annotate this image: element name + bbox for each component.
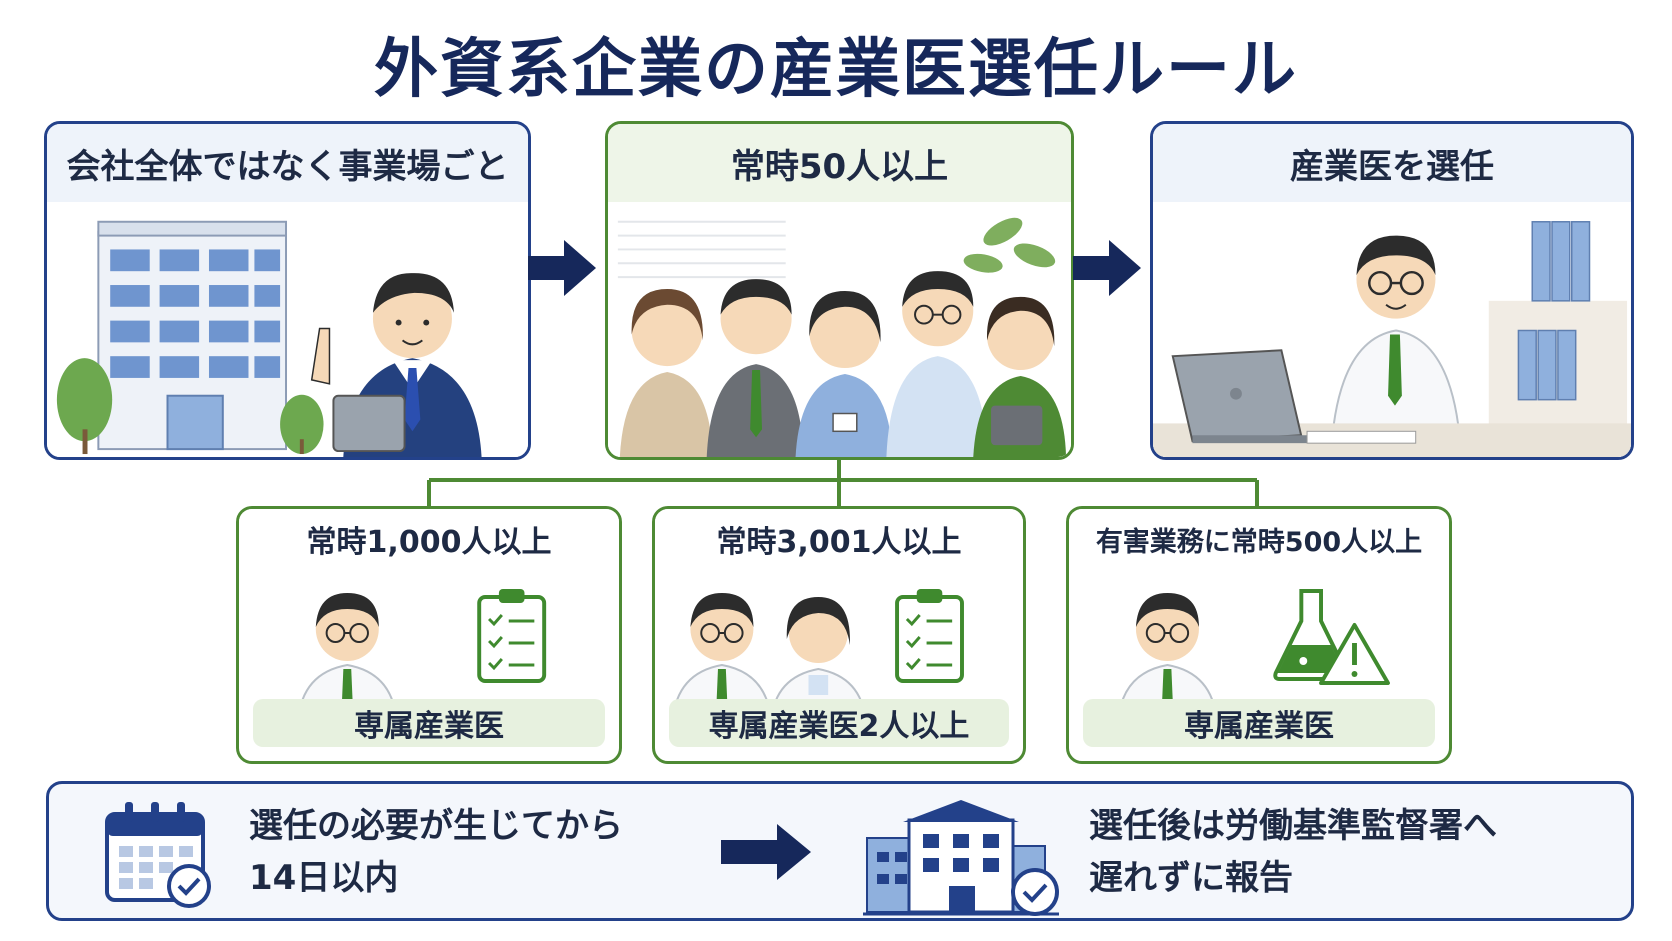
report-line1: 選任後は労働基準監督署へ	[1089, 806, 1497, 846]
deadline-report-bar: 選任の必要が生じてから 14日以内 選任後は労働基準監督署へ 遅れずに報告	[46, 781, 1634, 921]
deadline-line2: 14日以内	[249, 858, 399, 898]
page-title: 外資系企業の産業医選任ルール	[374, 33, 1298, 107]
arrow-right-icon	[721, 824, 811, 880]
clipboard-checklist-icon	[895, 589, 964, 683]
subpanel-heading: 有害業務に常時500人以上	[1069, 509, 1449, 569]
subpanel-1000-or-more: 常時1,000人以上 専属産業医	[236, 506, 622, 764]
panel-50-or-more: 常時50人以上	[605, 121, 1074, 460]
report-text: 選任後は労働基準監督署へ 遅れずに報告	[1089, 800, 1609, 904]
office-building-icon	[97, 220, 288, 451]
report-line2: 遅れずに報告	[1089, 858, 1293, 898]
clipboard-checklist-icon	[477, 589, 547, 683]
subpanel-hazardous-500: 有害業務に常時500人以上 専属産業医	[1066, 506, 1452, 764]
businessman-illustration	[310, 273, 482, 457]
connector-lines	[427, 458, 1259, 506]
panel-heading: 会社全体ではなく事業場ごと	[47, 124, 528, 202]
panel-heading: 産業医を選任	[1153, 124, 1631, 202]
panel-appoint-physician: 産業医を選任	[1150, 121, 1634, 460]
panel-illustration	[47, 202, 528, 457]
subpanel-label: 専属産業医	[253, 699, 605, 747]
subpanel-heading: 常時1,000人以上	[239, 509, 619, 569]
arrow-right-icon	[1073, 240, 1141, 296]
arrow-right-icon	[528, 240, 596, 296]
flask-warning-icon	[1273, 589, 1390, 685]
panel-per-workplace: 会社全体ではなく事業場ごと	[44, 121, 531, 460]
group-of-employees	[619, 271, 1067, 457]
deadline-line1: 選任の必要が生じてから	[249, 806, 623, 846]
panel-heading: 常時50人以上	[608, 124, 1071, 202]
government-office-icon	[863, 800, 1059, 916]
subpanel-heading: 常時3,001人以上	[655, 509, 1023, 569]
panel-illustration	[608, 202, 1071, 457]
panel-illustration	[1153, 202, 1631, 457]
deadline-text: 選任の必要が生じてから 14日以内	[249, 800, 669, 904]
calendar-check-icon	[105, 802, 211, 908]
subpanel-label: 専属産業医	[1083, 699, 1435, 747]
subpanel-3001-or-more: 常時3,001人以上 専属産業医2人以上	[652, 506, 1026, 764]
subpanel-label: 専属産業医2人以上	[669, 699, 1009, 747]
